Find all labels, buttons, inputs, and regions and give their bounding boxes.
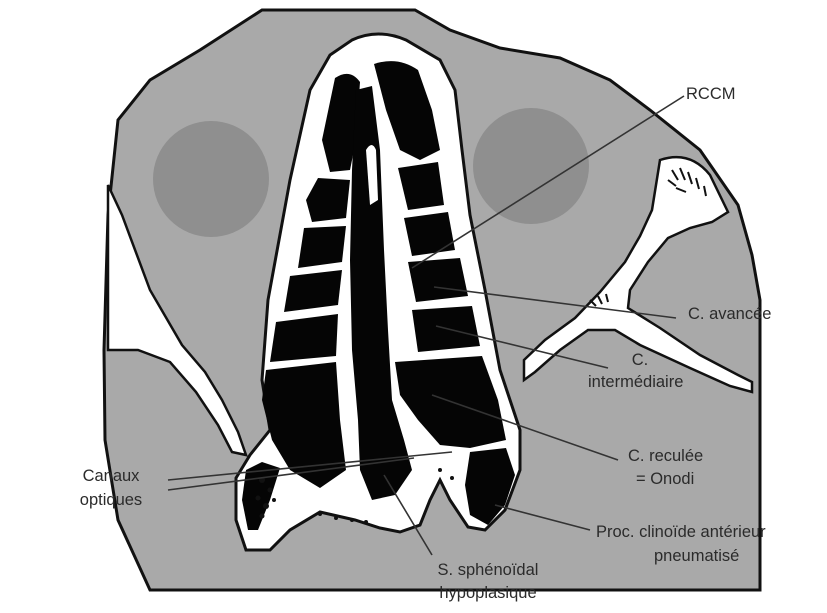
- right-orbit: [473, 108, 589, 224]
- left-orbit: [153, 121, 269, 237]
- label-processus-clinoide-line1: Proc. clinoïde antérieur: [596, 522, 766, 543]
- label-cellule-reculee-line2: = Onodi: [636, 469, 694, 490]
- label-canaux-optiques-line2: optiques: [56, 490, 166, 511]
- label-processus-clinoide-line2: pneumatisé: [654, 546, 739, 567]
- label-cellule-avancee: C. avancée: [688, 304, 771, 325]
- label-canaux-optiques-line1: Canaux: [56, 466, 166, 487]
- label-cellule-intermediaire-line2: intermédiaire: [588, 372, 683, 393]
- label-cellule-reculee-line1: C. reculée: [628, 446, 703, 467]
- label-sinus-sphenoidal-line1: S. sphénoïdal: [418, 560, 558, 581]
- label-sinus-sphenoidal-line2: hypoplasique: [418, 583, 558, 604]
- label-rccm: RCCM: [686, 84, 736, 105]
- label-cellule-intermediaire-line1: C.: [600, 350, 680, 371]
